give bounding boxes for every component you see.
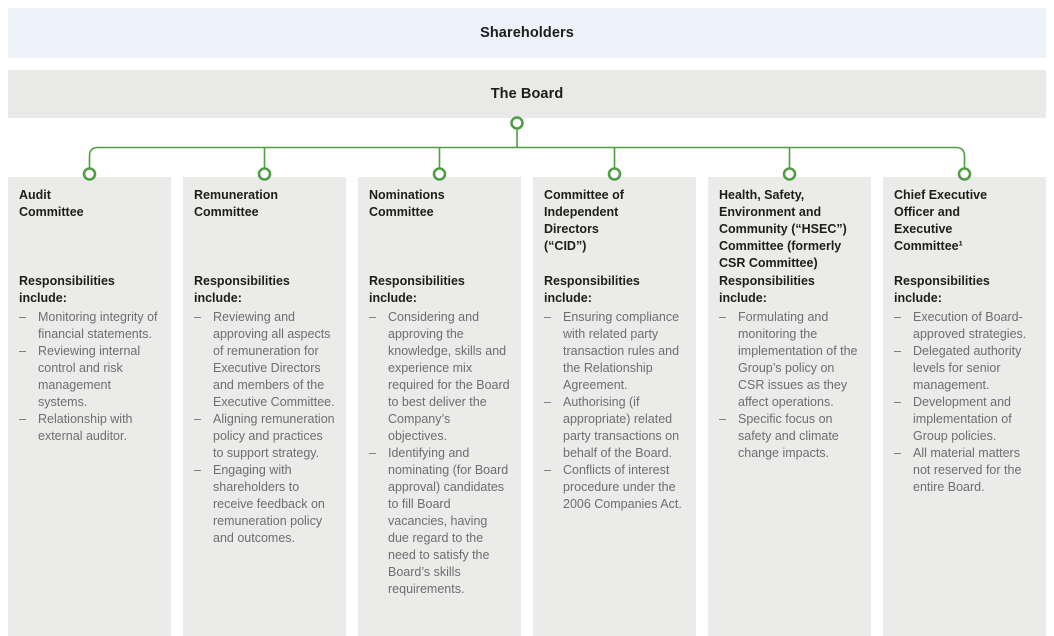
dash-bullet-icon: – xyxy=(19,344,26,358)
dash-bullet-icon: – xyxy=(194,310,201,324)
responsibility-item: –Reviewing internal control and risk man… xyxy=(19,343,160,411)
responsibility-text: Relationship with external auditor. xyxy=(38,412,133,443)
responsibilities-heading: Responsibilities include: xyxy=(719,274,815,305)
responsibilities-heading: Responsibilities include: xyxy=(19,274,115,305)
responsibilities-heading: Responsibilities include: xyxy=(544,274,640,305)
responsibilities-list: –Formulating and monitoring the implemen… xyxy=(719,309,860,462)
responsibility-item: –Specific focus on safety and climate ch… xyxy=(719,411,860,462)
responsibilities-list: –Considering and approving the knowledge… xyxy=(369,309,510,598)
responsibilities-list: –Execution of Board-approved strategies.… xyxy=(894,309,1035,496)
responsibilities-list: –Reviewing and approving all aspects of … xyxy=(194,309,335,547)
dash-bullet-icon: – xyxy=(19,310,26,324)
dash-bullet-icon: – xyxy=(894,310,901,324)
responsibility-item: –Conflicts of interest procedure under t… xyxy=(544,462,685,513)
committee-column-audit: Audit Committee Responsibilities include… xyxy=(8,177,171,636)
committee-title: Chief Executive Officer and Executive Co… xyxy=(894,188,988,253)
committee-column-nominations: Nominations Committee Responsibilities i… xyxy=(358,177,521,636)
responsibilities-list: –Monitoring integrity of financial state… xyxy=(19,309,160,445)
board-label: The Board xyxy=(490,86,564,102)
committee-column-cid: Committee of Independent Directors (“CID… xyxy=(533,177,696,636)
responsibility-item: –Development and implementation of Group… xyxy=(894,394,1035,445)
responsibility-item: –Authorising (if appropriate) related pa… xyxy=(544,394,685,462)
responsibility-item: –Ensuring compliance with related party … xyxy=(544,309,685,394)
responsibility-text: Reviewing internal control and risk mana… xyxy=(38,344,141,409)
dash-bullet-icon: – xyxy=(894,395,901,409)
responsibility-item: –Aligning remuneration policy and practi… xyxy=(194,411,335,462)
responsibilities-heading: Responsibilities include: xyxy=(894,274,990,305)
committee-columns: Audit Committee Responsibilities include… xyxy=(8,177,1046,636)
responsibility-item: –Monitoring integrity of financial state… xyxy=(19,309,160,343)
responsibility-text: Conflicts of interest procedure under th… xyxy=(563,463,682,511)
responsibility-text: Ensuring compliance with related party t… xyxy=(563,310,680,392)
responsibility-text: Formulating and monitoring the implement… xyxy=(738,310,858,409)
responsibility-text: Considering and approving the knowledge,… xyxy=(388,310,510,443)
dash-bullet-icon: – xyxy=(719,412,726,426)
responsibility-item: –Reviewing and approving all aspects of … xyxy=(194,309,335,411)
committee-title: Committee of Independent Directors (“CID… xyxy=(544,188,624,253)
responsibility-item: –Identifying and nominating (for Board a… xyxy=(369,445,510,598)
responsibility-text: Development and implementation of Group … xyxy=(913,395,1012,443)
committee-title: Remuneration Committee xyxy=(194,188,279,219)
responsibilities-list: –Ensuring compliance with related party … xyxy=(544,309,685,513)
dash-bullet-icon: – xyxy=(19,412,26,426)
committee-title: Nominations Committee xyxy=(369,188,445,219)
responsibility-text: Specific focus on safety and climate cha… xyxy=(738,412,839,460)
responsibility-text: Identifying and nominating (for Board ap… xyxy=(388,446,509,596)
responsibility-item: –All material matters not reserved for t… xyxy=(894,445,1035,496)
committee-spine-line xyxy=(88,146,966,168)
responsibility-item: –Formulating and monitoring the implemen… xyxy=(719,309,860,411)
responsibility-item: –Relationship with external auditor. xyxy=(19,411,160,445)
shareholders-banner: Shareholders xyxy=(8,8,1046,58)
dash-bullet-icon: – xyxy=(194,463,201,477)
responsibility-text: All material matters not reserved for th… xyxy=(913,446,1022,494)
responsibility-text: Authorising (if appropriate) related par… xyxy=(563,395,680,460)
committee-title: Audit Committee xyxy=(19,188,84,219)
responsibility-item: –Delegated authority levels for senior m… xyxy=(894,343,1035,394)
committee-column-hsec: Health, Safety, Environment and Communit… xyxy=(708,177,871,636)
dash-bullet-icon: – xyxy=(544,310,551,324)
dash-bullet-icon: – xyxy=(369,310,376,324)
responsibilities-heading: Responsibilities include: xyxy=(369,274,465,305)
responsibility-text: Execution of Board-approved strategies. xyxy=(913,310,1027,341)
dash-bullet-icon: – xyxy=(719,310,726,324)
dash-bullet-icon: – xyxy=(544,463,551,477)
board-node-circle xyxy=(510,116,524,130)
dash-bullet-icon: – xyxy=(194,412,201,426)
responsibility-item: –Engaging with shareholders to receive f… xyxy=(194,462,335,547)
dash-bullet-icon: – xyxy=(894,446,901,460)
responsibility-text: Monitoring integrity of financial statem… xyxy=(38,310,158,341)
responsibility-text: Delegated authority levels for senior ma… xyxy=(913,344,1022,392)
responsibilities-heading: Responsibilities include: xyxy=(194,274,290,305)
dash-bullet-icon: – xyxy=(369,446,376,460)
responsibility-text: Engaging with shareholders to receive fe… xyxy=(213,463,325,545)
dash-bullet-icon: – xyxy=(894,344,901,358)
dash-bullet-icon: – xyxy=(544,395,551,409)
board-banner: The Board xyxy=(8,70,1046,118)
committee-column-ceo-exco: Chief Executive Officer and Executive Co… xyxy=(883,177,1046,636)
committee-column-remuneration: Remuneration Committee Responsibilities … xyxy=(183,177,346,636)
responsibility-text: Reviewing and approving all aspects of r… xyxy=(213,310,335,409)
responsibility-item: –Execution of Board-approved strategies. xyxy=(894,309,1035,343)
responsibility-text: Aligning remuneration policy and practic… xyxy=(213,412,335,460)
committee-title: Health, Safety, Environment and Communit… xyxy=(719,188,847,270)
responsibility-item: –Considering and approving the knowledge… xyxy=(369,309,510,445)
shareholders-label: Shareholders xyxy=(480,25,574,41)
